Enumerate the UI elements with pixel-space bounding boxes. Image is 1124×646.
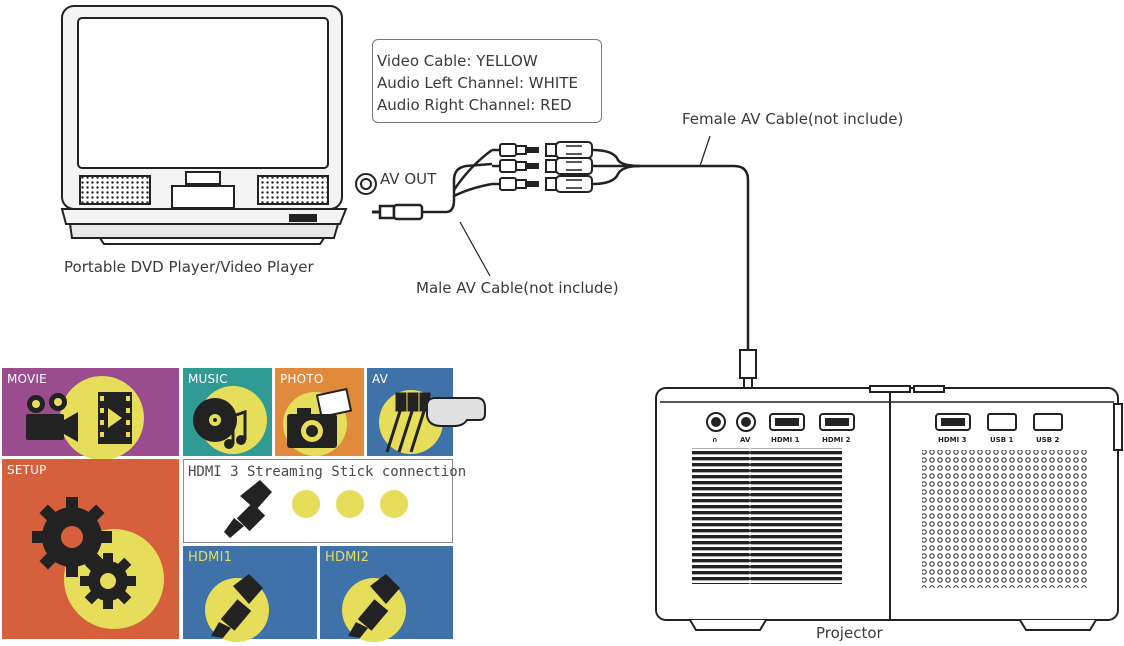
tile-hdmi1-title: HDMI1	[188, 550, 233, 565]
projector-label: Projector	[816, 624, 883, 642]
tile-hdmi2[interactable]: HDMI2	[320, 546, 453, 642]
legend-audio-left: Audio Left Channel: WHITE	[377, 74, 578, 92]
tile-av[interactable]: AV	[367, 368, 486, 456]
pointing-hand-icon	[426, 397, 486, 427]
hdmi2-plug-icon	[348, 574, 400, 638]
music-disc-icon	[193, 398, 247, 449]
av-out-label: AV OUT	[380, 170, 437, 188]
tile-movie-title: MOVIE	[7, 372, 47, 386]
tile-music[interactable]: MUSIC	[183, 368, 272, 456]
cable-color-legend: Video Cable: YELLOW Audio Left Channel: …	[372, 39, 602, 123]
tile-setup-title: SETUP	[7, 463, 47, 477]
port-label-usb2: USB 2	[1036, 436, 1059, 444]
label-leader-lines	[459, 135, 711, 277]
port-label-hdmi2: HDMI 2	[822, 436, 851, 444]
projector-port-labels: ∩ AV HDMI 1 HDMI 2 HDMI 3 USB 1 USB 2	[712, 436, 1059, 444]
tile-hdmi2-title: HDMI2	[325, 550, 370, 565]
rca-cable-icon	[385, 392, 431, 453]
male-av-cable	[372, 148, 500, 221]
rca-male-plugs	[499, 143, 539, 191]
port-label-headphone: ∩	[712, 436, 718, 444]
tile-setup[interactable]: SETUP	[2, 459, 179, 639]
port-label-av: AV	[740, 436, 751, 444]
rca-female-plugs	[545, 141, 593, 193]
dvd-player-label: Portable DVD Player/Video Player	[64, 258, 314, 276]
photo-camera-icon	[287, 387, 353, 448]
av-out-jack-icon	[355, 173, 377, 195]
male-cable-label: Male AV Cable(not include)	[416, 279, 619, 297]
legend-audio-right: Audio Right Channel: RED	[377, 96, 572, 114]
tile-movie[interactable]: MOVIE	[2, 368, 179, 460]
tile-photo-title: PHOTO	[280, 372, 324, 386]
legend-video: Video Cable: YELLOW	[377, 52, 538, 70]
tile-av-title: AV	[372, 372, 389, 386]
hdmi-plug-icon	[224, 480, 272, 538]
female-cable-label: Female AV Cable(not include)	[682, 110, 904, 128]
port-label-hdmi3: HDMI 3	[938, 436, 967, 444]
tile-hdmi3-streaming[interactable]: HDMI 3 Streaming Stick connection	[183, 459, 466, 543]
dvd-player-illustration	[60, 5, 348, 245]
female-av-cable	[591, 148, 757, 404]
hdmi1-plug-icon	[211, 574, 263, 638]
projector-illustration	[655, 385, 1123, 631]
port-label-usb1: USB 1	[990, 436, 1013, 444]
tile-photo[interactable]: PHOTO	[275, 368, 364, 456]
port-label-hdmi1: HDMI 1	[771, 436, 800, 444]
tile-music-title: MUSIC	[188, 372, 228, 386]
tile-hdmi1[interactable]: HDMI1	[183, 546, 317, 642]
tile-hdmi3-title: HDMI 3 Streaming Stick connection	[188, 464, 467, 480]
